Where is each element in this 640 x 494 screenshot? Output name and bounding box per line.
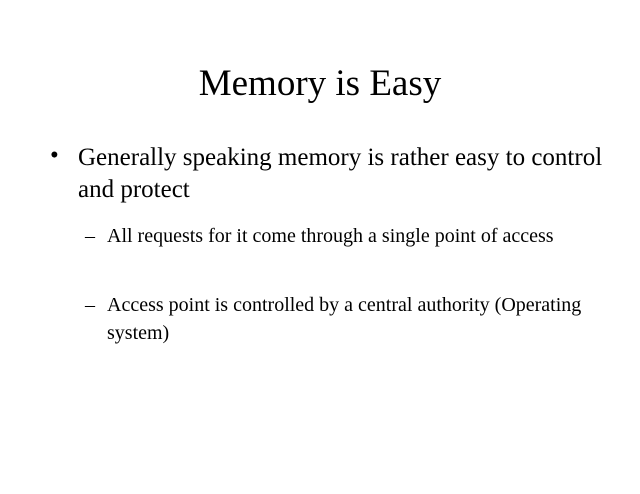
sub-bullet-marker: – xyxy=(85,294,95,316)
sub-bullet-text: All requests for it come through a singl… xyxy=(107,225,554,247)
bullet-text: Generally speaking memory is rather easy… xyxy=(78,144,603,203)
sub-bullet-marker: – xyxy=(85,225,95,247)
slide-title: Memory is Easy xyxy=(198,63,442,104)
sub-bullet-text: Access point is controlled by a central … xyxy=(107,294,582,344)
bullet-marker: • xyxy=(50,142,59,169)
